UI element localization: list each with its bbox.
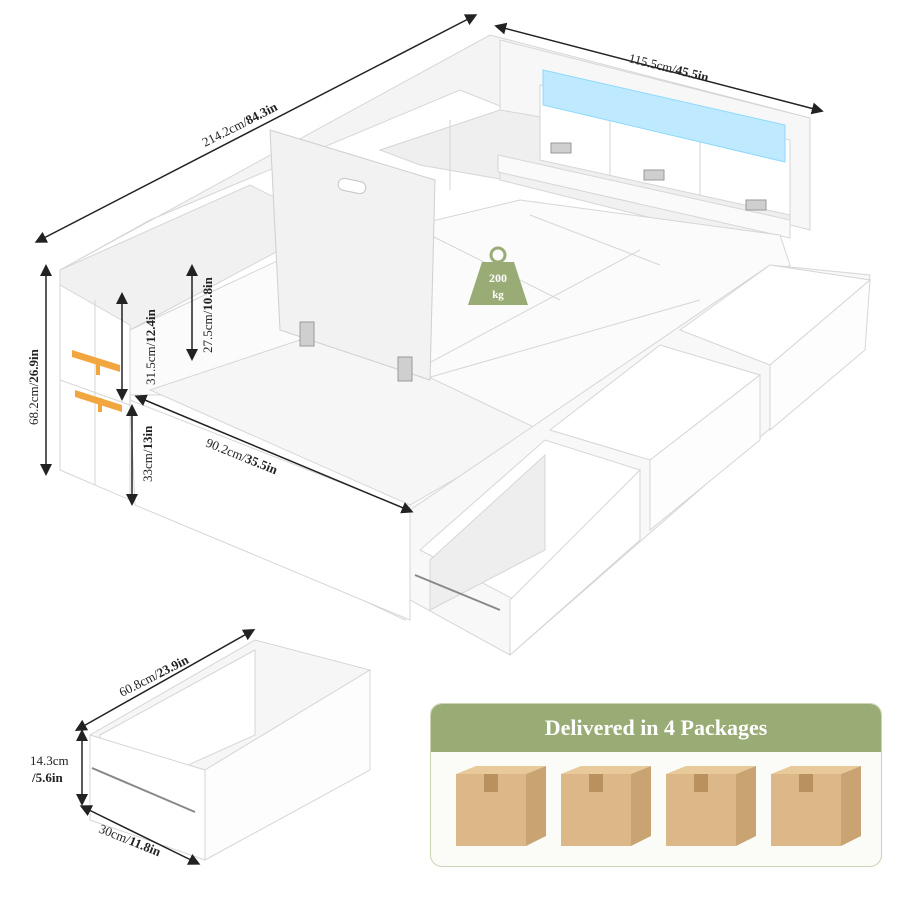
package-box-icon — [456, 766, 546, 846]
length-dim-line — [34, 14, 478, 243]
packages-title: Delivered in 4 Packages — [431, 704, 881, 752]
lower-height-label: 33cm/13in — [140, 425, 155, 482]
drawer-detail — [88, 639, 372, 861]
bed-frame — [59, 34, 872, 657]
width-dim-line — [494, 22, 824, 115]
shelf-height-label: 27.5cm/10.8in — [200, 276, 215, 353]
height-label: 68.2cm/26.9in — [26, 348, 41, 425]
weight-value: 200 — [489, 271, 507, 285]
drawer-length-dim-line — [74, 629, 256, 731]
packages-panel: Delivered in 4 Packages — [430, 703, 882, 867]
drawer-height-metric: 14.3cm — [30, 753, 69, 768]
package-box-icon — [771, 766, 861, 846]
weight-unit: kg — [492, 289, 504, 301]
drawer-height-imperial: /5.6in — [31, 770, 63, 785]
package-boxes — [456, 766, 861, 846]
bed-height-label: 31.5cm/12.4in — [143, 308, 158, 385]
base-length-dim-line — [134, 394, 414, 514]
weight-icon: 200 kg — [468, 246, 528, 305]
package-box-icon — [666, 766, 756, 846]
length-label: 214.2cm/84.3in — [200, 99, 281, 150]
package-box-icon — [561, 766, 651, 846]
drawer-width-dim-line — [79, 805, 201, 865]
